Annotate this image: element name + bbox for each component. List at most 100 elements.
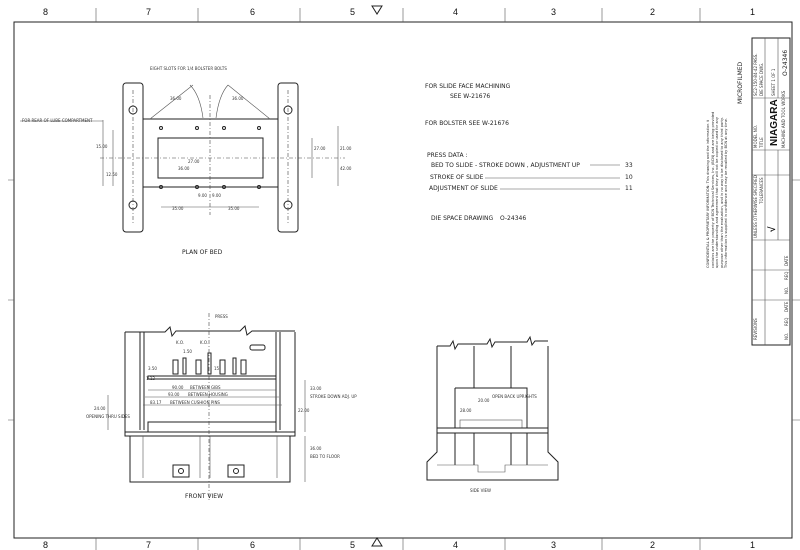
press-data-value: 33	[625, 162, 633, 169]
zone-label: 6	[250, 540, 255, 550]
dim-label: 1.12	[146, 376, 155, 381]
drawing-title: DIE SPACE DWG.	[759, 63, 764, 96]
finish-mark: √	[767, 226, 778, 232]
press-data-value: 10	[625, 174, 633, 181]
side-view-title: SIDE VIEW	[470, 488, 491, 493]
revision-columns: NO. REQ DATE NO. REQ DATE	[784, 255, 789, 340]
press-data-value: 11	[625, 185, 633, 192]
side-height-dim: 28.00	[460, 408, 472, 413]
press-data-label: ADJUSTMENT OF SLIDE	[429, 185, 498, 192]
between-housing-label: BETWEEN HOUSING	[188, 392, 228, 397]
zone-label: 6	[250, 7, 255, 17]
zone-label: 7	[146, 540, 151, 550]
dim-label: 15.00	[96, 144, 108, 149]
dim-label: 21.00	[340, 146, 352, 151]
dim-label: 27.00	[188, 159, 200, 164]
zone-markers-top: 8 7 6 5 4 3 2 1	[43, 5, 755, 22]
plan-of-bed-view: EIGHT SLOTS FOR 1/4 BOLSTER BOLTS FOR RE…	[20, 66, 352, 256]
zone-label: 1	[750, 540, 755, 550]
ko-label: K.O.	[176, 340, 184, 345]
ko-label: K.O.	[200, 340, 208, 345]
column-header: NO.	[784, 287, 789, 294]
opening-label: OPENING THRU SIDES	[86, 414, 130, 419]
sheet-number: SHEET 1 OF 1	[771, 68, 776, 96]
dim-label: 9.00	[198, 193, 207, 198]
column-header: NO.	[784, 333, 789, 340]
unless-label: UNLESS OTHERWISE SPECIFIED	[753, 175, 758, 238]
zone-label: 2	[650, 7, 655, 17]
dim-label: 22.00	[298, 408, 310, 413]
dim-label: 36.00	[170, 96, 182, 101]
zone-label: 7	[146, 7, 151, 17]
dim-label: 36.00	[232, 96, 244, 101]
side-opening-dim: 20.00	[478, 398, 490, 403]
zone-label: 8	[43, 7, 48, 17]
plan-of-bed-title: PLAN OF BED	[182, 249, 223, 256]
dim-label: 27.00	[314, 146, 326, 151]
opening-dim: 24.00	[94, 406, 106, 411]
dim-gibs: 90.00	[172, 385, 184, 390]
column-header: REQ	[784, 318, 789, 326]
dim-label: 36.00	[178, 166, 190, 171]
dim-label: 3.50	[148, 366, 157, 371]
side-opening-label: OPEN BACK UPRIGHTS	[492, 394, 537, 399]
front-view: PRESS K.O. K.O. 1.50 3.50 90.00 BETWEEN …	[86, 313, 357, 500]
die-space-ref: O-24346	[500, 215, 526, 222]
dim-label: 1.50	[183, 349, 192, 354]
zone-label: 2	[650, 540, 655, 550]
column-header: DATE	[784, 301, 789, 312]
die-space-label: DIE SPACE DRAWING	[431, 215, 494, 222]
title-block: NIAGARA MACHINE AND TOOL WORKS O-24346 S…	[706, 37, 791, 346]
title-label: TITLE	[759, 137, 764, 149]
press-data-label: BED TO SLIDE - STROKE DOWN , ADJUSTMENT …	[431, 162, 580, 169]
note-bolster: FOR BOLSTER SEE W-21676	[425, 120, 509, 127]
zone-label: 5	[350, 540, 355, 550]
press-centerline-label: PRESS	[215, 314, 228, 319]
dim-label: 12.50	[106, 172, 118, 177]
column-header: DATE	[784, 255, 789, 266]
brand-logo: NIAGARA	[769, 99, 780, 146]
zone-label: 3	[551, 7, 556, 17]
center-arrow-icon	[371, 5, 383, 15]
model-number: SC2-150-84-42 PASS.	[753, 53, 758, 96]
between-gibs-label: BETWEEN GIBS	[190, 385, 221, 390]
dim-label: 42.00	[340, 166, 352, 171]
zone-label: 4	[453, 540, 458, 550]
note-slide-face-ref: SEE W-21676	[450, 93, 490, 100]
drawing-number: O-24346	[782, 50, 789, 76]
tslots-note: EIGHT SLOTS FOR 1/4 BOLSTER BOLTS	[150, 66, 227, 71]
stroke-note: STROKE DOWN ADJ. UP	[310, 394, 357, 399]
revisions-label: REVISIONS	[753, 318, 758, 340]
dim-label: 15	[214, 366, 220, 371]
zone-label: 4	[453, 7, 458, 17]
dim-housing: 93.00	[168, 392, 180, 397]
tolerances-label: TOLERANCES	[759, 177, 764, 205]
dim-label: 35.00	[228, 206, 240, 211]
note-slide-face: FOR SLIDE FACE MACHINING	[425, 83, 511, 90]
bed-floor-dim: 36.00	[310, 446, 322, 451]
zone-label: 5	[350, 7, 355, 17]
zone-markers-bottom: 8 7 6 5 4 3 2 1	[8, 179, 800, 550]
center-arrow-icon	[371, 537, 383, 547]
confidential-notice: CONFIDENTIAL & PROPRIETARY INFORMATION: …	[706, 111, 729, 268]
press-data-label: STROKE OF SLIDE	[430, 174, 484, 181]
side-view: 20.00 OPEN BACK UPRIGHTS 28.00 SIDE VIEW	[426, 335, 559, 493]
dim-label: 9.00	[212, 193, 221, 198]
zone-label: 3	[551, 540, 556, 550]
bed-floor-label: BED TO FLOOR	[310, 454, 340, 459]
lube-note: FOR REAR OF LUBE COMPARTMENT	[22, 118, 93, 123]
press-data-title: PRESS DATA :	[427, 152, 468, 159]
zone-label: 1	[750, 7, 755, 17]
front-view-title: FRONT VIEW	[185, 493, 223, 500]
zone-label: 8	[43, 540, 48, 550]
model-label: MODEL NO.	[753, 125, 758, 148]
column-header: REQ	[784, 272, 789, 280]
notes-block: FOR SLIDE FACE MACHINING SEE W-21676 FOR…	[425, 83, 633, 222]
between-pins-label: BETWEEN CUSHION PINS	[170, 400, 220, 405]
dim-pins: 83.17	[150, 400, 162, 405]
stroke-dim: 33.00	[310, 386, 322, 391]
microfilmed-stamp: MICROFILMED	[737, 61, 744, 104]
drawing-border	[13, 21, 793, 539]
brand-subtitle: MACHINE AND TOOL WORKS	[781, 90, 786, 148]
